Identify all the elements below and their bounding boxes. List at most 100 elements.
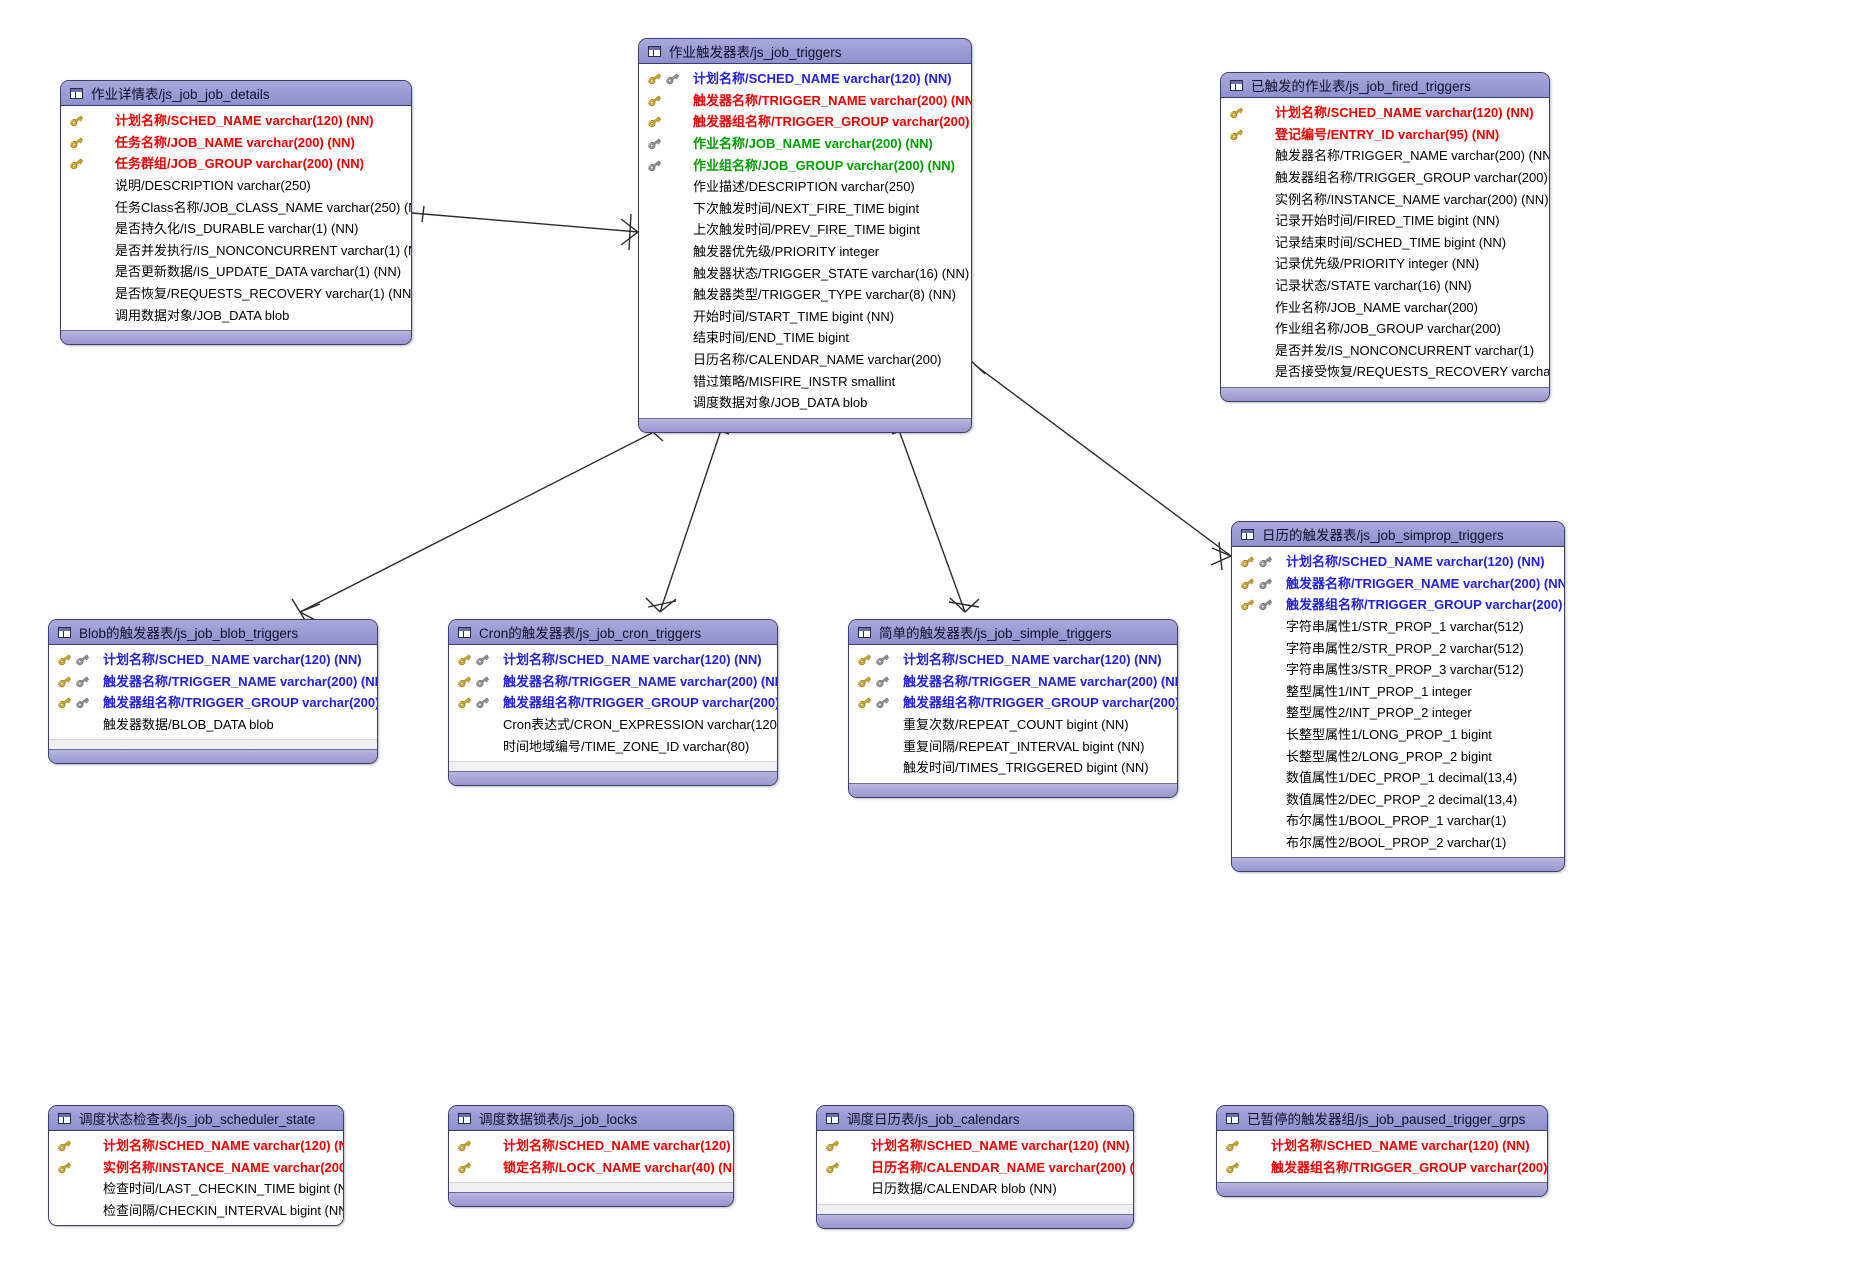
attribute-row[interactable]: 是否更新数据/IS_UPDATE_DATA varchar(1) (NN) (61, 261, 411, 283)
attribute-row[interactable]: 错过策略/MISFIRE_INSTR smallint (639, 370, 971, 392)
attribute-row[interactable]: 作业描述/DESCRIPTION varchar(250) (639, 176, 971, 198)
attribute-row[interactable]: 触发器名称/TRIGGER_NAME varchar(200) (NN) (449, 671, 777, 693)
attribute-row[interactable]: Cron表达式/CRON_EXPRESSION varchar(120) (NN… (449, 714, 777, 736)
attribute-row[interactable]: 触发器名称/TRIGGER_NAME varchar(200) (NN) (639, 90, 971, 112)
entity-js_job_paused_trigger_grps[interactable]: 已暂停的触发器组/js_job_paused_trigger_grps 计划名称/… (1216, 1105, 1548, 1198)
entity-header-js_job_blob_triggers[interactable]: Blob的触发器表/js_job_blob_triggers (49, 620, 377, 645)
entity-header-js_job_locks[interactable]: 调度数据锁表/js_job_locks (449, 1106, 733, 1131)
attribute-row[interactable]: 长整型属性1/LONG_PROP_1 bigint (1232, 724, 1564, 746)
entity-header-js_job_calendars[interactable]: 调度日历表/js_job_calendars (817, 1106, 1133, 1131)
attribute-row[interactable]: 整型属性1/INT_PROP_1 integer (1232, 681, 1564, 703)
entity-js_job_triggers[interactable]: 作业触发器表/js_job_triggers 计划名称/SCHED_NAME va… (638, 38, 972, 433)
attribute-row[interactable]: 触发器组名称/TRIGGER_GROUP varchar(200) (NN) (849, 692, 1177, 714)
entity-header-js_job_fired_triggers[interactable]: 已触发的作业表/js_job_fired_triggers (1221, 73, 1549, 98)
entity-header-js_job_paused_trigger_grps[interactable]: 已暂停的触发器组/js_job_paused_trigger_grps (1217, 1106, 1547, 1131)
attribute-row[interactable]: 触发器名称/TRIGGER_NAME varchar(200) (NN) (49, 671, 377, 693)
attribute-row[interactable]: 数值属性2/DEC_PROP_2 decimal(13,4) (1232, 789, 1564, 811)
attribute-row[interactable]: 字符串属性2/STR_PROP_2 varchar(512) (1232, 637, 1564, 659)
attribute-row[interactable]: 触发器数据/BLOB_DATA blob (49, 714, 377, 736)
entity-header-js_job_scheduler_state[interactable]: 调度状态检查表/js_job_scheduler_state (49, 1106, 343, 1131)
attribute-row[interactable]: 记录开始时间/FIRED_TIME bigint (NN) (1221, 210, 1549, 232)
attribute-row[interactable]: 触发器组名称/TRIGGER_GROUP varchar(200) (NN) (49, 692, 377, 714)
attribute-row[interactable]: 任务Class名称/JOB_CLASS_NAME varchar(250) (N… (61, 196, 411, 218)
entity-header-js_job_job_details[interactable]: 作业详情表/js_job_job_details (61, 81, 411, 106)
entity-js_job_scheduler_state[interactable]: 调度状态检查表/js_job_scheduler_state 计划名称/SCHED… (48, 1105, 344, 1227)
attribute-row[interactable]: 时间地域编号/TIME_ZONE_ID varchar(80) (449, 735, 777, 757)
attribute-row[interactable]: 是否恢复/REQUESTS_RECOVERY varchar(1) (NN) (61, 283, 411, 305)
attribute-row[interactable]: 任务名称/JOB_NAME varchar(200) (NN) (61, 132, 411, 154)
entity-js_job_simple_triggers[interactable]: 简单的触发器表/js_job_simple_triggers 计划名称/SCHED… (848, 619, 1178, 798)
attribute-row[interactable]: 字符串属性1/STR_PROP_1 varchar(512) (1232, 616, 1564, 638)
attribute-row[interactable]: 上次触发时间/PREV_FIRE_TIME bigint (639, 219, 971, 241)
attribute-row[interactable]: 调用数据对象/JOB_DATA blob (61, 304, 411, 326)
attribute-row[interactable]: 触发器组名称/TRIGGER_GROUP varchar(200) (NN) (1221, 167, 1549, 189)
attribute-row[interactable]: 计划名称/SCHED_NAME varchar(120) (NN) (449, 1135, 733, 1157)
entity-header-js_job_cron_triggers[interactable]: Cron的触发器表/js_job_cron_triggers (449, 620, 777, 645)
entity-js_job_cron_triggers[interactable]: Cron的触发器表/js_job_cron_triggers 计划名称/SCHED… (448, 619, 778, 786)
attribute-row[interactable]: 重复次数/REPEAT_COUNT bigint (NN) (849, 714, 1177, 736)
attribute-row[interactable]: 整型属性2/INT_PROP_2 integer (1232, 702, 1564, 724)
entity-js_job_calendars[interactable]: 调度日历表/js_job_calendars 计划名称/SCHED_NAME va… (816, 1105, 1134, 1229)
attribute-row[interactable]: 触发器名称/TRIGGER_NAME varchar(200) (NN) (1221, 145, 1549, 167)
attribute-row[interactable]: 计划名称/SCHED_NAME varchar(120) (NN) (61, 110, 411, 132)
entity-js_job_blob_triggers[interactable]: Blob的触发器表/js_job_blob_triggers 计划名称/SCHED… (48, 619, 378, 765)
attribute-row[interactable]: 长整型属性2/LONG_PROP_2 bigint (1232, 745, 1564, 767)
attribute-row[interactable]: 触发器状态/TRIGGER_STATE varchar(16) (NN) (639, 262, 971, 284)
attribute-row[interactable]: 触发器组名称/TRIGGER_GROUP varchar(200) (NN) (1217, 1157, 1547, 1179)
attribute-row[interactable]: 计划名称/SCHED_NAME varchar(120) (NN) (1232, 551, 1564, 573)
attribute-row[interactable]: 日历名称/CALENDAR_NAME varchar(200) (639, 349, 971, 371)
attribute-row[interactable]: 是否并发执行/IS_NONCONCURRENT varchar(1) (NN) (61, 240, 411, 262)
attribute-row[interactable]: 触发器组名称/TRIGGER_GROUP varchar(200) (NN) (449, 692, 777, 714)
attribute-row[interactable]: 计划名称/SCHED_NAME varchar(120) (NN) (639, 68, 971, 90)
attribute-row[interactable]: 调度数据对象/JOB_DATA blob (639, 392, 971, 414)
entity-js_job_fired_triggers[interactable]: 已触发的作业表/js_job_fired_triggers 计划名称/SCHED_… (1220, 72, 1550, 402)
attribute-row[interactable]: 锁定名称/LOCK_NAME varchar(40) (NN) (449, 1157, 733, 1179)
attribute-row[interactable]: 说明/DESCRIPTION varchar(250) (61, 175, 411, 197)
attribute-row[interactable]: 登记编号/ENTRY_ID varchar(95) (NN) (1221, 124, 1549, 146)
attribute-row[interactable]: 记录结束时间/SCHED_TIME bigint (NN) (1221, 232, 1549, 254)
attribute-row[interactable]: 数值属性1/DEC_PROP_1 decimal(13,4) (1232, 767, 1564, 789)
attribute-row[interactable]: 布尔属性1/BOOL_PROP_1 varchar(1) (1232, 810, 1564, 832)
attribute-row[interactable]: 计划名称/SCHED_NAME varchar(120) (NN) (849, 649, 1177, 671)
attribute-row[interactable]: 触发器优先级/PRIORITY integer (639, 241, 971, 263)
attribute-row[interactable]: 触发器组名称/TRIGGER_GROUP varchar(200) (NN) (639, 111, 971, 133)
attribute-row[interactable]: 触发器组名称/TRIGGER_GROUP varchar(200) (NN) (1232, 594, 1564, 616)
attribute-row[interactable]: 实例名称/INSTANCE_NAME varchar(200) (NN) (49, 1157, 343, 1179)
attribute-row[interactable]: 计划名称/SCHED_NAME varchar(120) (NN) (49, 649, 377, 671)
attribute-row[interactable]: 触发器类型/TRIGGER_TYPE varchar(8) (NN) (639, 284, 971, 306)
attribute-row[interactable]: 计划名称/SCHED_NAME varchar(120) (NN) (449, 649, 777, 671)
entity-js_job_simprop_triggers[interactable]: 日历的触发器表/js_job_simprop_triggers 计划名称/SCHE… (1231, 521, 1565, 873)
entity-header-js_job_simple_triggers[interactable]: 简单的触发器表/js_job_simple_triggers (849, 620, 1177, 645)
attribute-row[interactable]: 计划名称/SCHED_NAME varchar(120) (NN) (1217, 1135, 1547, 1157)
entity-js_job_job_details[interactable]: 作业详情表/js_job_job_details 计划名称/SCHED_NAME … (60, 80, 412, 345)
attribute-row[interactable]: 作业名称/JOB_NAME varchar(200) (1221, 296, 1549, 318)
entity-header-js_job_simprop_triggers[interactable]: 日历的触发器表/js_job_simprop_triggers (1232, 522, 1564, 547)
attribute-row[interactable]: 开始时间/START_TIME bigint (NN) (639, 306, 971, 328)
attribute-row[interactable]: 字符串属性3/STR_PROP_3 varchar(512) (1232, 659, 1564, 681)
entity-js_job_locks[interactable]: 调度数据锁表/js_job_locks 计划名称/SCHED_NAME varch… (448, 1105, 734, 1208)
attribute-row[interactable]: 计划名称/SCHED_NAME varchar(120) (NN) (817, 1135, 1133, 1157)
attribute-row[interactable]: 触发器名称/TRIGGER_NAME varchar(200) (NN) (849, 671, 1177, 693)
entity-header-js_job_triggers[interactable]: 作业触发器表/js_job_triggers (639, 39, 971, 64)
attribute-row[interactable]: 是否接受恢复/REQUESTS_RECOVERY varchar(1) (1221, 361, 1549, 383)
attribute-row[interactable]: 是否并发/IS_NONCONCURRENT varchar(1) (1221, 340, 1549, 362)
attribute-row[interactable]: 日历数据/CALENDAR blob (NN) (817, 1178, 1133, 1200)
attribute-row[interactable]: 计划名称/SCHED_NAME varchar(120) (NN) (49, 1135, 343, 1157)
attribute-row[interactable]: 记录状态/STATE varchar(16) (NN) (1221, 275, 1549, 297)
attribute-row[interactable]: 计划名称/SCHED_NAME varchar(120) (NN) (1221, 102, 1549, 124)
attribute-row[interactable]: 布尔属性2/BOOL_PROP_2 varchar(1) (1232, 832, 1564, 854)
attribute-row[interactable]: 检查时间/LAST_CHECKIN_TIME bigint (NN) (49, 1178, 343, 1200)
attribute-row[interactable]: 任务群组/JOB_GROUP varchar(200) (NN) (61, 153, 411, 175)
attribute-row[interactable]: 触发时间/TIMES_TRIGGERED bigint (NN) (849, 757, 1177, 779)
attribute-row[interactable]: 作业名称/JOB_NAME varchar(200) (NN) (639, 133, 971, 155)
attribute-row[interactable]: 日历名称/CALENDAR_NAME varchar(200) (NN) (817, 1157, 1133, 1179)
attribute-row[interactable]: 下次触发时间/NEXT_FIRE_TIME bigint (639, 198, 971, 220)
attribute-row[interactable]: 触发器名称/TRIGGER_NAME varchar(200) (NN) (1232, 573, 1564, 595)
attribute-row[interactable]: 是否持久化/IS_DURABLE varchar(1) (NN) (61, 218, 411, 240)
attribute-row[interactable]: 结束时间/END_TIME bigint (639, 327, 971, 349)
attribute-row[interactable]: 检查间隔/CHECKIN_INTERVAL bigint (NN) (49, 1200, 343, 1222)
attribute-row[interactable]: 作业组名称/JOB_GROUP varchar(200) (NN) (639, 154, 971, 176)
attribute-row[interactable]: 重复间隔/REPEAT_INTERVAL bigint (NN) (849, 735, 1177, 757)
attribute-row[interactable]: 记录优先级/PRIORITY integer (NN) (1221, 253, 1549, 275)
attribute-row[interactable]: 作业组名称/JOB_GROUP varchar(200) (1221, 318, 1549, 340)
